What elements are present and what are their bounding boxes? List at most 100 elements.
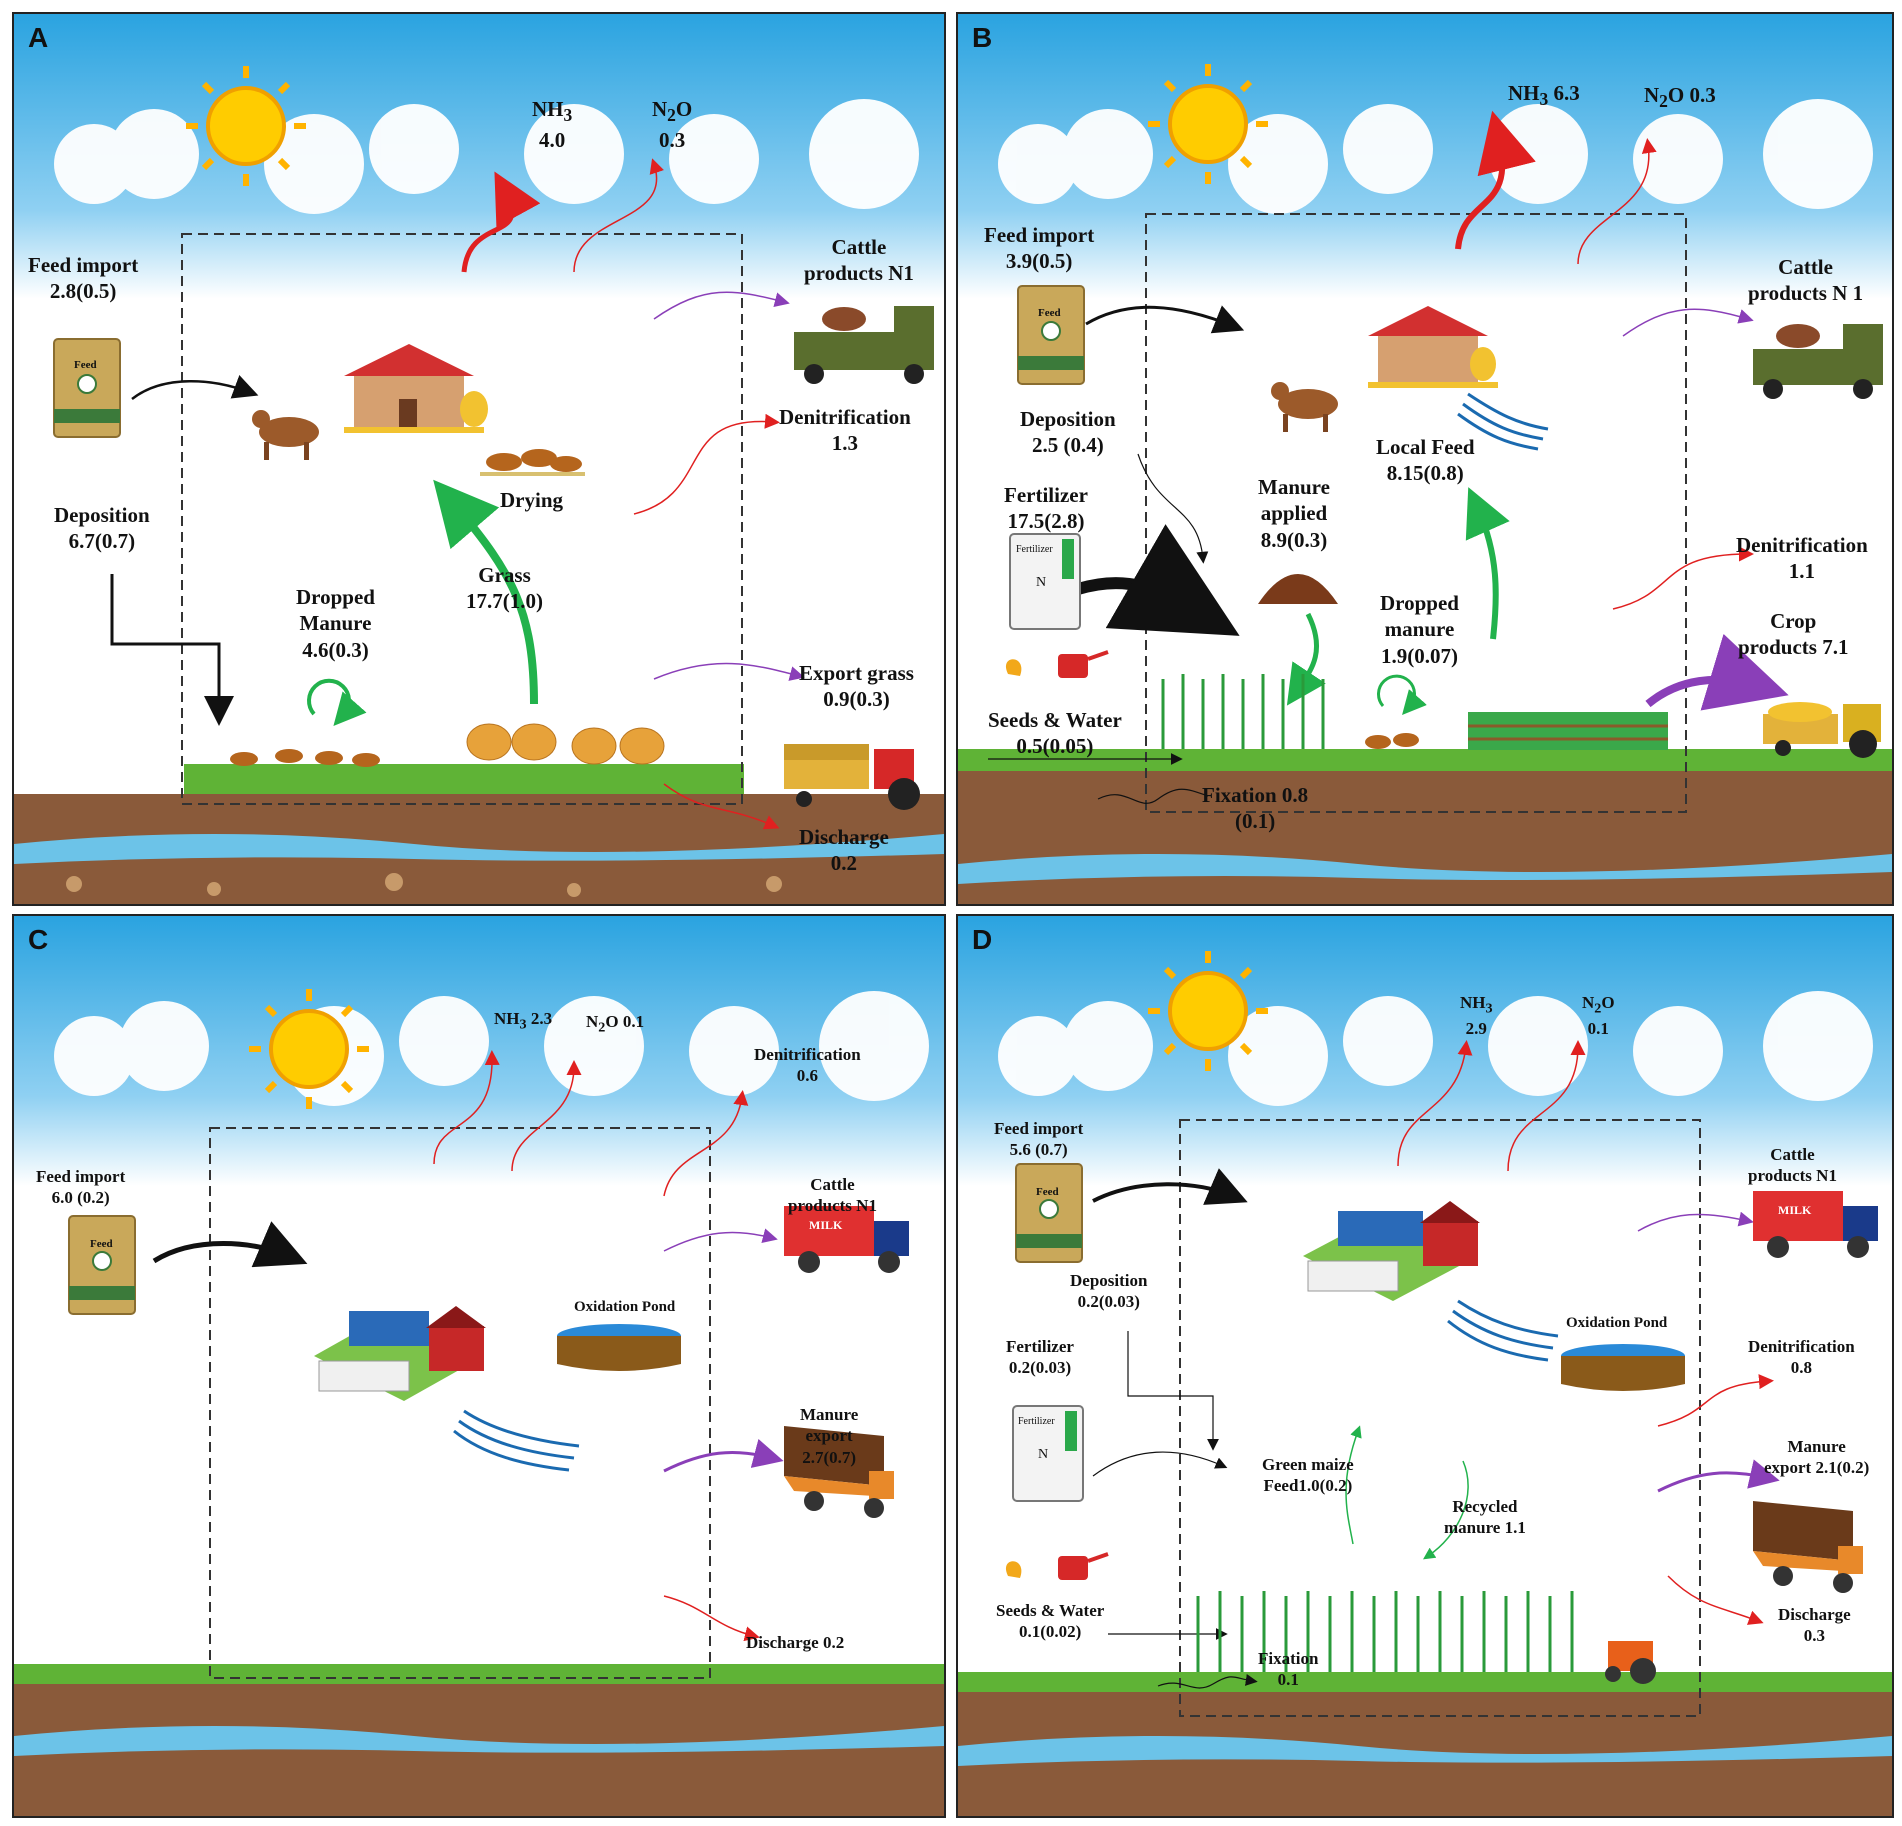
manure-pile-icon xyxy=(480,449,585,476)
water-waves-icon xyxy=(1457,392,1549,451)
grass-fence-icon xyxy=(1468,712,1668,750)
nh3-label: NH3 2.9 xyxy=(1460,993,1493,1039)
grass-strip xyxy=(14,1664,944,1684)
n2o-arrow xyxy=(1577,138,1657,265)
panel-b-scene xyxy=(958,14,1892,904)
panel-c-scene xyxy=(14,916,944,1816)
fertilizer-bag-text: Fertilizer xyxy=(1018,1416,1055,1427)
milk-truck-text: MILK xyxy=(809,1218,843,1232)
feed-bag-text: Feed xyxy=(90,1238,113,1250)
fertilizer-bag-text: Fertilizer xyxy=(1016,544,1053,555)
n2o-label: N2O 0.3 xyxy=(652,97,693,153)
soil-stones xyxy=(66,873,782,897)
discharge-arrow xyxy=(663,1595,760,1642)
denitrification-arrow xyxy=(663,1090,749,1197)
denitrification-arrow xyxy=(1657,1374,1774,1427)
water-waves-icon xyxy=(1447,1299,1559,1362)
feed-bag-icon xyxy=(53,338,121,438)
denitrification-arrow xyxy=(633,413,780,515)
feed-import-arrow xyxy=(152,1221,308,1268)
milk-truck-icon xyxy=(784,1206,909,1273)
dropped-manure-icon xyxy=(230,749,380,767)
grass-strip xyxy=(184,764,744,794)
cattle-products-arrow xyxy=(1622,308,1754,337)
fixation-label: Fixation 0.8(0.1) xyxy=(1202,783,1309,834)
sun-icon xyxy=(249,989,369,1109)
fixation-arrow xyxy=(1157,1673,1258,1689)
system-boundary xyxy=(181,233,743,805)
river xyxy=(14,834,944,864)
maize-field-icon xyxy=(1161,674,1325,749)
manure-cycle-arrow xyxy=(307,678,367,727)
fertilizer-arrow xyxy=(1076,524,1240,636)
cow-icon xyxy=(1271,382,1338,432)
recycled-manure-arrow xyxy=(1423,1460,1469,1560)
n2o-arrow xyxy=(573,158,664,273)
pickup-truck-icon xyxy=(1753,324,1883,399)
panel-d-scene xyxy=(958,916,1892,1816)
soil xyxy=(958,759,1892,904)
river xyxy=(958,854,1892,884)
feed-bag-text: Feed xyxy=(74,359,97,371)
green-maize-arrow xyxy=(1345,1425,1362,1545)
cow-icon xyxy=(252,410,319,460)
pickup-truck-icon xyxy=(794,306,934,384)
river xyxy=(14,1726,944,1756)
hay-bales-icon xyxy=(466,723,665,765)
n2o-arrow xyxy=(1507,1040,1586,1172)
maize-field-icon xyxy=(1196,1591,1574,1672)
nh3-label: NH3 4.0 xyxy=(532,97,573,153)
milk-truck-text: MILK xyxy=(1778,1203,1812,1217)
denitrification-arrow xyxy=(1612,546,1754,610)
farmhouse-icon xyxy=(1368,306,1498,388)
discharge-arrow xyxy=(1667,1575,1764,1625)
crop-tractor-icon xyxy=(1763,702,1881,758)
sun-icon xyxy=(1148,64,1268,184)
feed-bag-icon xyxy=(1017,285,1085,385)
dropped-manure-icon xyxy=(1365,733,1419,749)
tractor-icon xyxy=(1605,1641,1656,1684)
n2o-arrow xyxy=(511,1060,582,1172)
seeds-water-icon xyxy=(1005,650,1109,678)
milk-truck-icon xyxy=(1753,1191,1878,1258)
manure-cycle-arrow xyxy=(1377,674,1427,716)
fertilizer-arrow xyxy=(1092,1451,1228,1477)
manure-applied-arrow xyxy=(1286,612,1326,706)
dump-truck-icon xyxy=(784,1426,894,1518)
manure-export-arrow xyxy=(1657,1459,1780,1493)
panel-a-scene xyxy=(14,14,944,904)
oxidation-pond-icon xyxy=(1561,1344,1685,1391)
drying-label: Drying xyxy=(500,488,563,512)
nh3-label: NH3 2.3 xyxy=(494,1009,553,1033)
system-boundary xyxy=(1145,213,1687,813)
feed-import-arrow xyxy=(1092,1168,1248,1205)
nh3-arrow xyxy=(1397,1040,1473,1167)
farmhouse-icon xyxy=(344,344,488,433)
panel-label: D xyxy=(972,924,993,955)
feed-bag-icon xyxy=(1015,1163,1083,1263)
clouds xyxy=(998,991,1873,1106)
deposition-arrow xyxy=(1127,1331,1219,1451)
local-feed-arrow xyxy=(1465,487,1510,640)
fertilizer-bag-icon xyxy=(1009,533,1081,630)
